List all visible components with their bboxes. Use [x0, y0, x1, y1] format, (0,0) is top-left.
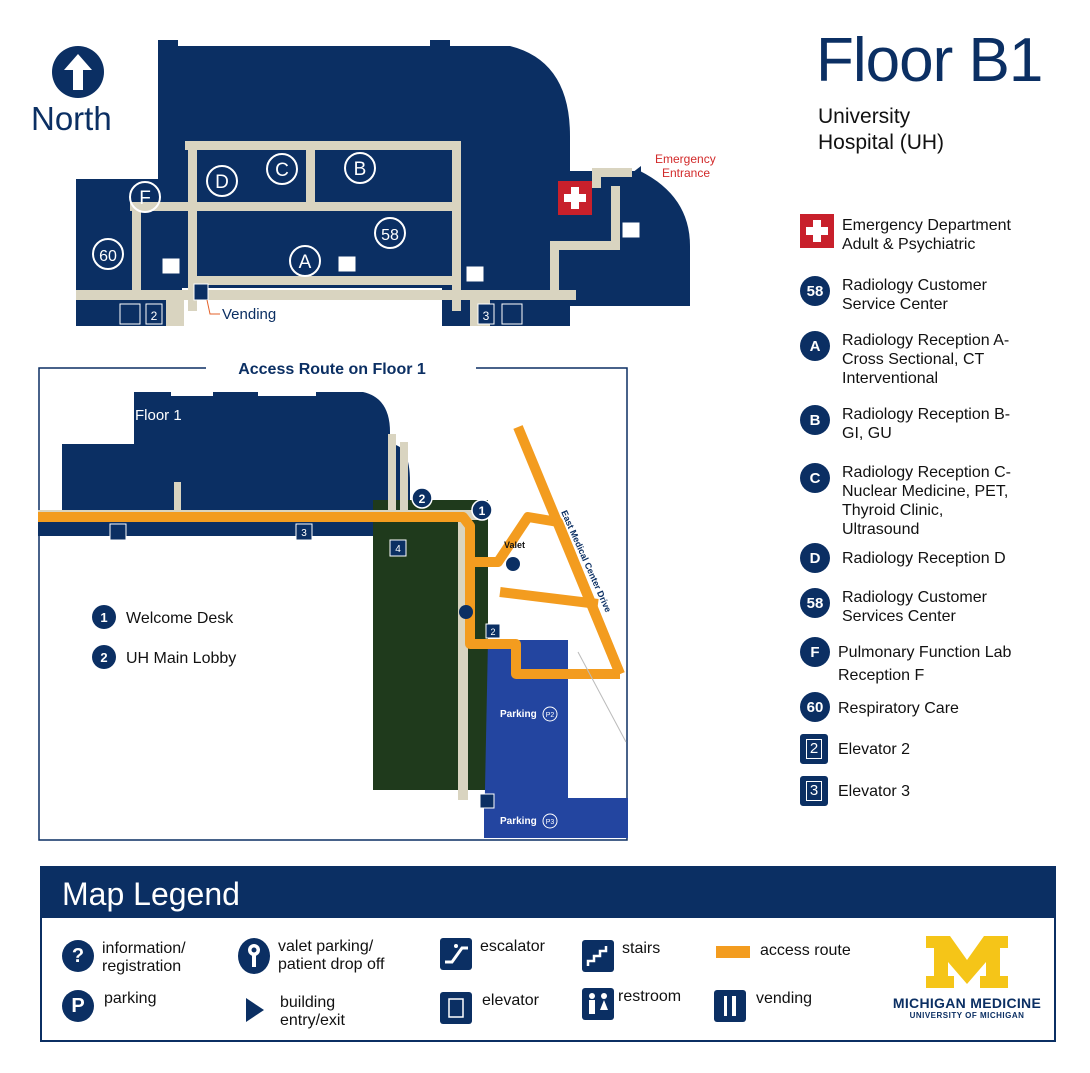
key-uh-main-lobby: UH Main Lobby — [126, 650, 236, 667]
legend-item-c: C Radiology Reception C-Nuclear Medicine… — [800, 463, 1011, 539]
legend-access-route: access route — [716, 942, 851, 960]
vending-icon — [714, 990, 746, 1022]
marker-b: B — [354, 159, 367, 180]
legend-item-d: D Radiology Reception D — [800, 543, 1006, 573]
marker-a: A — [299, 252, 312, 273]
legend-stairs: stairs — [582, 940, 660, 972]
legend-elevator-2: 2 Elevator 2 — [800, 734, 910, 764]
svg-text:P2: P2 — [546, 712, 555, 719]
michigan-medicine-logo: MICHIGAN MEDICINE UNIVERSITY OF MICHIGAN — [882, 934, 1052, 1020]
b1-vending-icon — [193, 283, 209, 301]
marker-d: D — [215, 172, 229, 193]
elevator-3-icon: 3 — [800, 776, 828, 806]
map-legend-header: Map Legend — [42, 868, 1054, 918]
parking-p2-label: Parking — [500, 709, 537, 720]
north-arrow-icon — [52, 46, 104, 98]
svg-text:2: 2 — [151, 309, 158, 323]
map-legend-title: Map Legend — [62, 876, 240, 912]
elevator-icon — [440, 992, 472, 1024]
restroom-icon — [582, 988, 614, 1020]
b1-entry-arrow-icon — [632, 166, 641, 180]
legend-item-60: 60 Respiratory Care — [800, 692, 959, 722]
vending-label: Vending — [222, 306, 276, 323]
legend-item-b: B Radiology Reception B-GI, GU — [800, 405, 1010, 443]
escalator-icon — [440, 938, 472, 970]
elevator-2-icon: 2 — [800, 734, 828, 764]
legend-item-a: A Radiology Reception A-Cross Sectional,… — [800, 331, 1009, 388]
marker-1: 1 — [479, 504, 486, 518]
entry-arrow-icon — [246, 998, 264, 1022]
b1-escalator-icon-2 — [501, 303, 523, 325]
stairs-icon — [582, 940, 614, 972]
logo-line1: MICHIGAN MEDICINE — [892, 995, 1042, 1011]
b1-escalator-icon — [119, 303, 141, 325]
svg-text:3: 3 — [301, 528, 307, 539]
marker-60: 60 — [99, 248, 117, 265]
svg-text:P3: P3 — [546, 819, 555, 826]
svg-text:4: 4 — [395, 544, 401, 555]
block-m-icon — [926, 936, 1008, 988]
legend-info: ? information/registration — [62, 940, 186, 976]
parking-p3-label: Parking — [500, 816, 537, 827]
map-legend: Map Legend ? information/registration P … — [40, 866, 1056, 1042]
subtitle-line1: University — [818, 105, 911, 128]
legend-elevator-3: 3 Elevator 3 — [800, 776, 910, 806]
valet-key-icon — [238, 938, 270, 974]
legend-vending: vending — [714, 990, 812, 1022]
svg-text:3: 3 — [483, 309, 490, 323]
page-subtitle: University Hospital (UH) — [818, 104, 944, 156]
north-label: North — [31, 100, 112, 137]
svg-text:2: 2 — [490, 627, 495, 637]
legend-emergency: Emergency Department Adult & Psychiatric — [800, 214, 1011, 254]
legend-parking: P parking — [62, 990, 156, 1022]
logo-line2: UNIVERSITY OF MICHIGAN — [909, 1011, 1025, 1020]
legend-escalator: escalator — [440, 938, 545, 970]
floor1-access-map: Access Route on Floor 1 East Medical Cen… — [38, 362, 628, 841]
floor1-heading: Access Route on Floor 1 — [238, 362, 426, 378]
marker-f: F — [139, 188, 151, 209]
emergency-label-1: Emergency — [655, 152, 716, 166]
svg-text:2: 2 — [100, 650, 107, 665]
parking-icon: P — [62, 990, 94, 1022]
svg-text:1: 1 — [100, 610, 107, 625]
question-icon: ? — [62, 940, 94, 972]
emergency-cross-icon — [800, 214, 834, 248]
floor-b1-map: D C B F 60 58 A 2 3 Vending Emergency En… — [76, 40, 716, 326]
b1-elevator-3-icon — [477, 303, 495, 325]
legend-elevator: elevator — [440, 992, 539, 1024]
marker-2: 2 — [419, 492, 426, 506]
access-route-swatch — [716, 946, 750, 958]
floor1-building — [38, 392, 410, 536]
marker-58: 58 — [381, 227, 399, 244]
valet-label: Valet — [504, 540, 525, 550]
page-title: Floor B1 — [816, 26, 1043, 95]
legend-restroom: restroom — [582, 988, 681, 1020]
north-compass: North — [30, 44, 130, 140]
marker-c: C — [275, 160, 289, 181]
b1-elevator-2-icon — [145, 303, 163, 325]
b1-building-main — [76, 40, 570, 326]
subtitle-line2: Hospital (UH) — [818, 131, 945, 154]
legend-valet: valet parking/patient drop off — [238, 938, 384, 974]
emergency-label-2: Entrance — [662, 166, 710, 180]
parking-p2-lot — [484, 640, 568, 838]
key-welcome-desk: Welcome Desk — [126, 610, 234, 627]
b1-restroom-icons — [161, 221, 641, 283]
floor1-label: Floor 1 — [135, 407, 182, 424]
